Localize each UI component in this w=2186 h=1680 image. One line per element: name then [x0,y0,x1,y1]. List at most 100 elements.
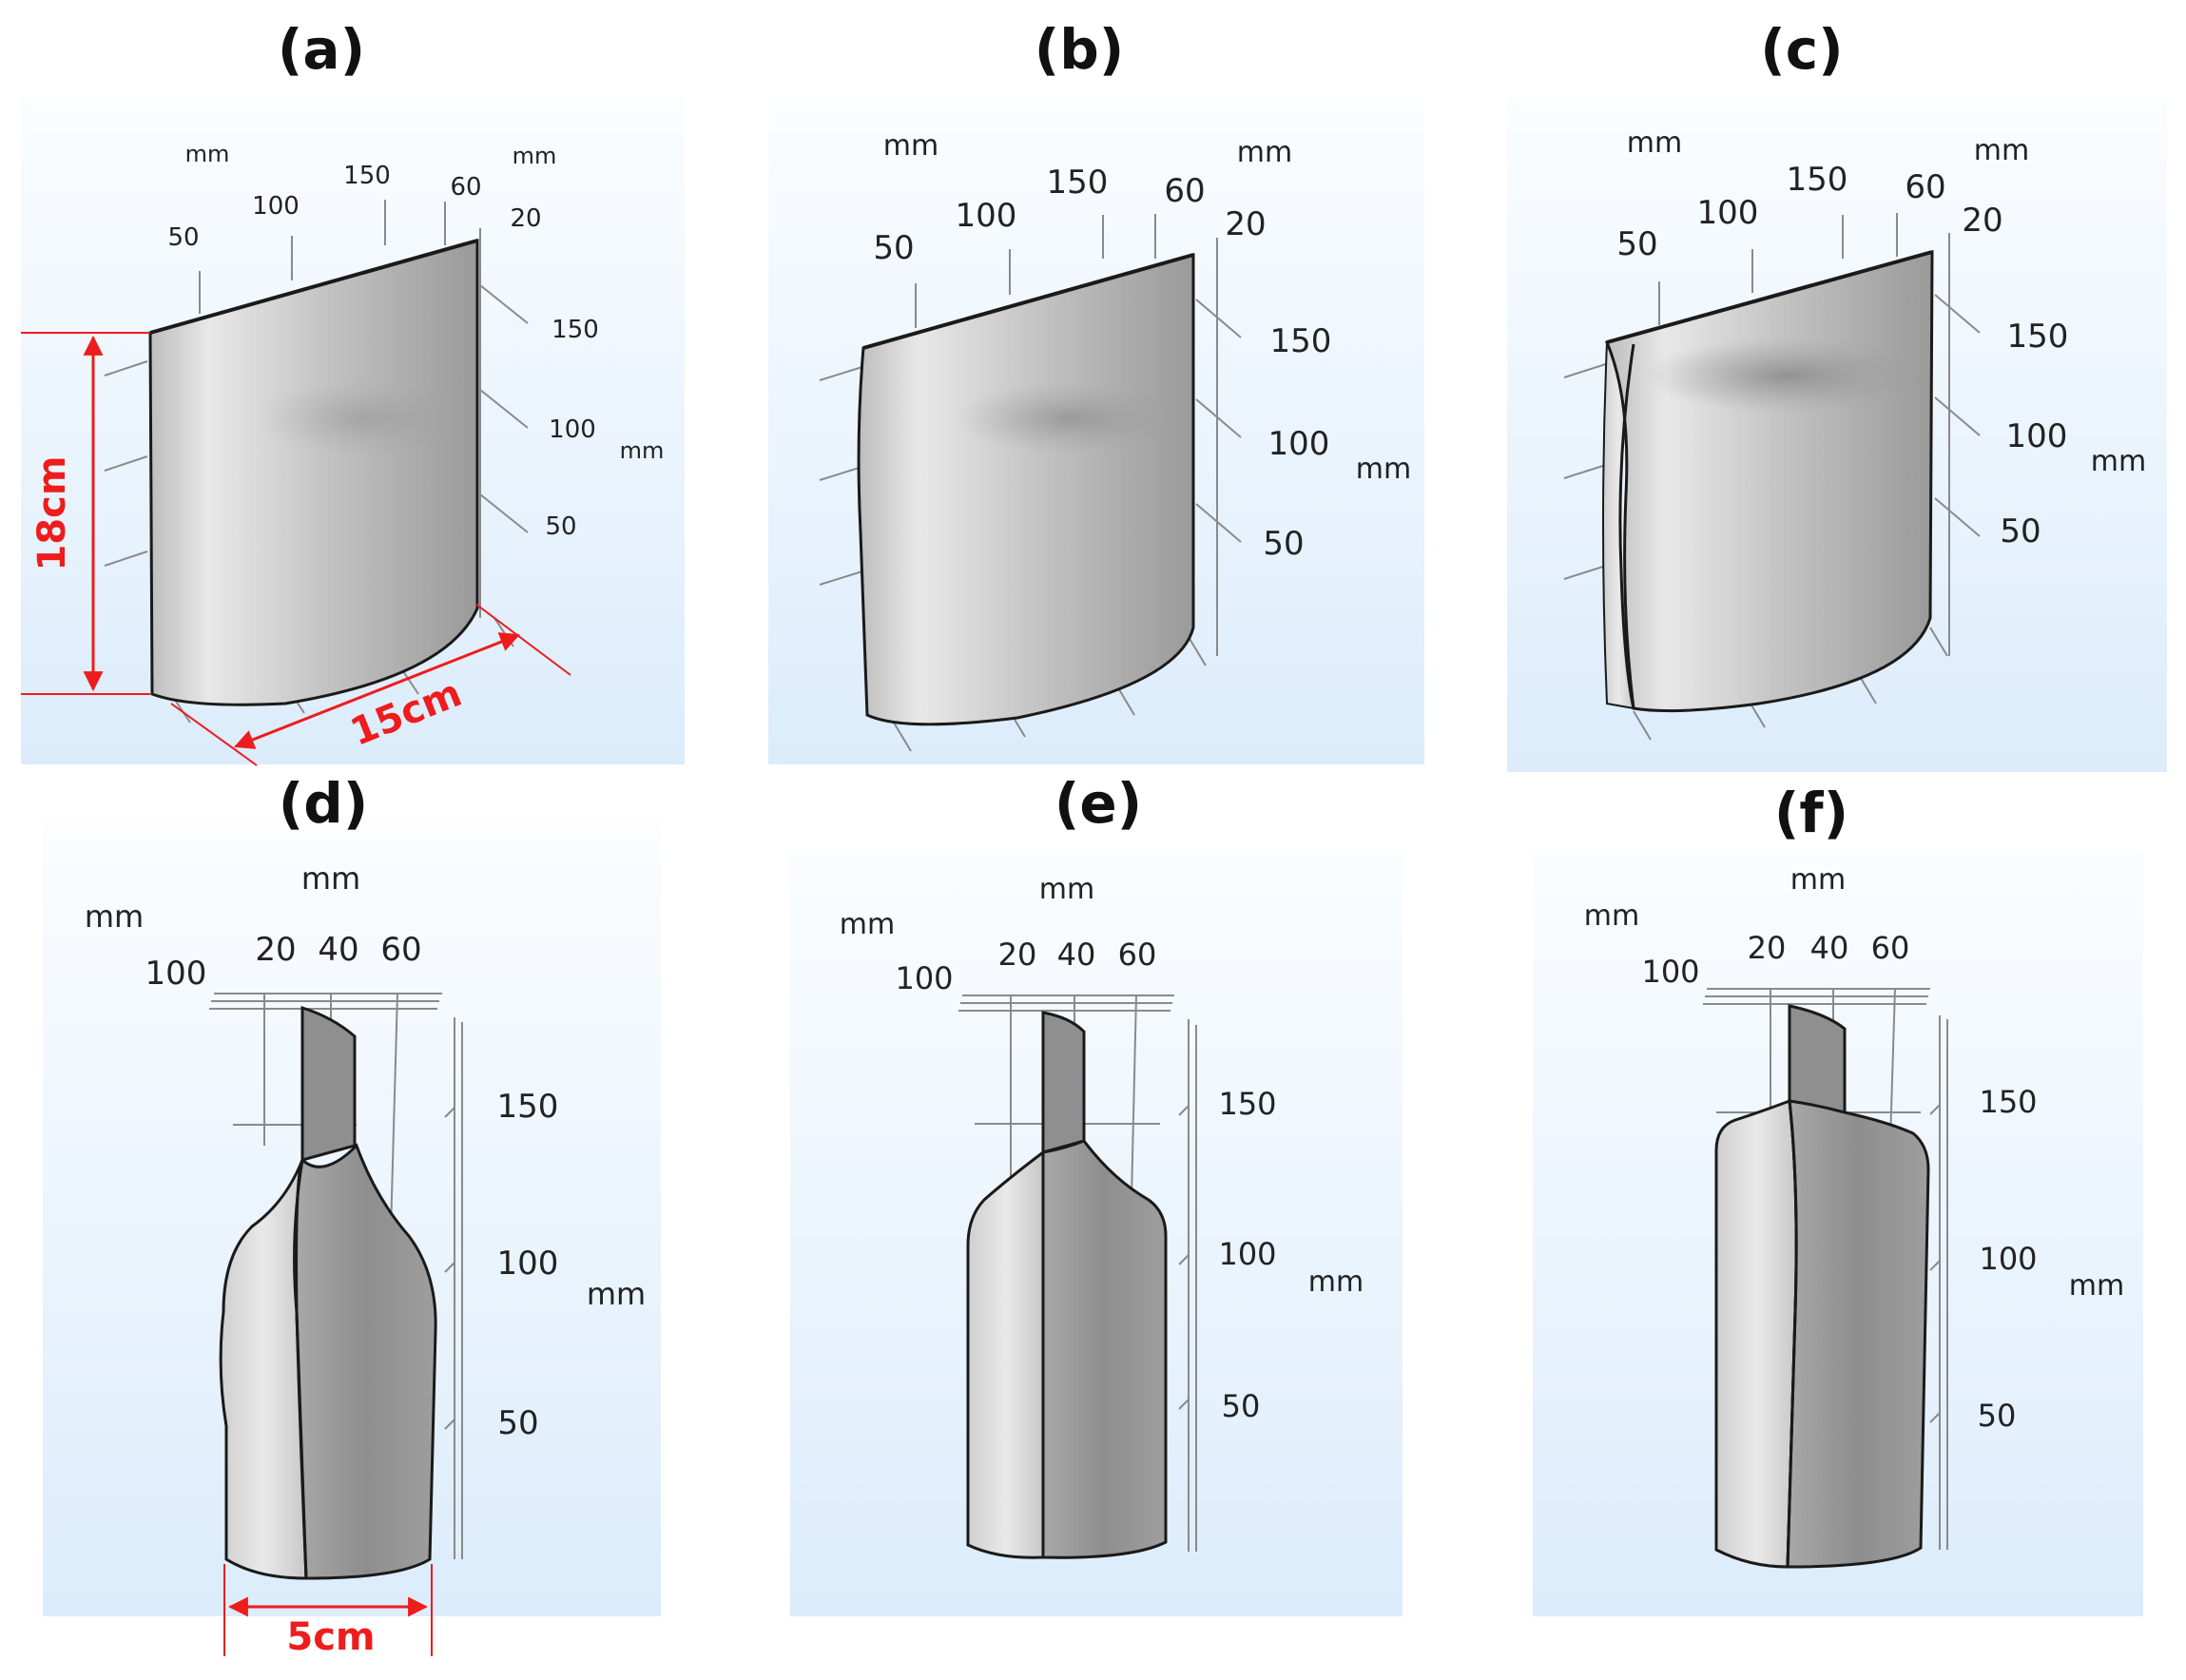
panel-e-tick-left: 100 [895,960,953,996]
panel-c-unit-top: mm [1627,126,1682,160]
panel-f-unit-top: mm [1790,863,1846,897]
panel-a-ticks: mm 50 100 150 60 mm 20 150 100 mm 50 [167,141,664,541]
panel-b-axes [819,214,1242,752]
panel-f-tick-top-1: 20 [1748,930,1787,966]
panel-b-tick-right-2: 100 [1268,425,1330,463]
panel-f-pouch [1714,1004,1930,1569]
panel-c-tick-depth-2: 20 [1962,202,2002,240]
panel-a-label: (a) [278,17,365,82]
panel-c-tick-right-2: 100 [2006,417,2068,455]
panel-d-right-half [295,1143,437,1580]
panel-c-unit-right: mm [2091,445,2146,478]
width-arrow [234,632,520,749]
panel-f-tick-right-3: 50 [1978,1398,2017,1434]
panel-d-tick-right-2: 100 [497,1245,559,1283]
panel-c-tick-depth-1: 60 [1905,168,1945,206]
panel-a-dent-shading [257,380,466,456]
panel-f-tick-right-2: 100 [1979,1241,2037,1277]
panel-b-label: (b) [1035,17,1125,82]
panel-a-unit-depth: mm [513,143,557,169]
panel-e-unit-left: mm [840,908,895,941]
panel-e-unit-right: mm [1308,1265,1364,1299]
panel-c-tick-right-1: 150 [2007,318,2069,356]
panel-a-tick-right-1: 150 [551,316,599,344]
panel-f-tick-top-2: 40 [1810,930,1849,966]
panel-c-fold-line [1618,343,1635,709]
panel-d-pouch [219,1005,437,1580]
panel-c-tick-top-3: 150 [1787,161,1848,199]
panel-d-tick-top-3: 60 [380,931,421,969]
panel-d-tick-top-2: 40 [318,931,358,969]
panel-b-tick-top-3: 150 [1047,164,1109,202]
panel-a-unit-top: mm [185,141,230,167]
panel-b-unit-depth: mm [1237,136,1292,169]
panel-d-label: (d) [279,771,369,836]
panel-a-pouch [148,239,479,706]
panel-d-unit-left: mm [85,898,144,935]
panel-b-ticks: mm 50 100 150 60 mm 20 150 100 mm 50 [873,129,1411,563]
panel-c-tick-top-2: 100 [1697,194,1759,232]
panel-e-tick-top-2: 40 [1057,937,1096,973]
panel-f-seam [1786,1006,1798,1568]
panel-c-label: (c) [1760,17,1843,82]
panel-d-seam [293,1008,308,1579]
base-width-label: 5cm [286,1615,375,1659]
panel-f-ticks: mm mm 100 20 40 60 150 100 mm 50 [1584,863,2124,1434]
panel-f-tick-top-3: 60 [1871,930,1910,966]
panel-e-axes [958,994,1197,1552]
panel-b-pouch [857,253,1195,726]
panel-b-unit-right: mm [1356,453,1411,486]
panel-e-unit-top: mm [1039,873,1094,906]
panel-d-tick-right-3: 50 [497,1404,538,1442]
panel-f-tick-left: 100 [1641,954,1699,990]
panel-a-tick-right-2: 100 [549,415,596,444]
panel-a-tick-top-3: 150 [343,162,391,190]
panel-b-dent-shading [956,382,1184,454]
panel-e-neck [1041,1011,1086,1154]
panel-f-label: (f) [1774,781,1848,845]
panel-a-top-seal [149,239,478,335]
panel-d-dimensions: 5cm [223,1564,433,1659]
width-extension-left [170,703,258,766]
panel-e-tick-right-3: 50 [1222,1388,1261,1424]
panel-c-dent-shading [1645,338,1930,414]
panel-c-unit-depth: mm [1974,134,2029,167]
panel-e-right-half [1041,1139,1168,1559]
panel-f-unit-left: mm [1584,899,1639,933]
panel-c-tick-top-1: 50 [1616,225,1657,263]
panel-a-tick-depth-2: 20 [510,204,541,233]
panel-b-tick-right-3: 50 [1263,525,1304,563]
panel-e-pouch [966,1011,1168,1559]
panel-b-tick-top-2: 100 [956,197,1017,235]
panel-e-tick-right-2: 100 [1218,1236,1276,1272]
panel-e-tick-top-3: 60 [1118,937,1157,973]
panel-e-label: (e) [1054,771,1142,836]
panel-c-ticks: mm 50 100 150 60 mm 20 150 100 mm 50 [1616,126,2146,550]
panel-c-axes [1563,213,1981,741]
panel-a-tick-right-3: 50 [545,512,576,541]
height-dimension-label: 18cm [30,455,74,570]
panel-d-ticks: mm mm 100 20 40 60 150 100 mm 50 [85,860,646,1442]
panel-a-tick-top-1: 50 [167,223,199,252]
panel-b-tick-top-1: 50 [873,229,914,267]
panel-a-unit-right: mm [620,437,665,464]
panel-b-top-seal [862,253,1194,350]
panel-c-pouch [1602,250,1934,713]
panel-d-unit-top: mm [301,860,360,897]
panel-f-unit-right: mm [2069,1269,2124,1303]
panel-f-neck [1788,1004,1847,1114]
panel-d-unit-right: mm [587,1276,646,1312]
panel-e-tick-top-1: 20 [998,937,1037,973]
panel-b-tick-depth-2: 20 [1225,205,1266,243]
panel-e-left-half [966,1013,1045,1559]
panel-f-tick-right-1: 150 [1979,1084,2037,1120]
width-extension-right [474,603,571,676]
panel-c-tick-right-3: 50 [2000,512,2041,550]
panel-d-tick-left: 100 [145,955,207,993]
panel-e-tick-right-1: 150 [1218,1086,1276,1122]
panel-b-tick-depth-1: 60 [1164,172,1205,210]
panel-f-right-half [1786,1099,1930,1569]
panel-a-tick-depth-1: 60 [450,173,481,202]
panel-a-tick-top-2: 100 [252,192,300,221]
